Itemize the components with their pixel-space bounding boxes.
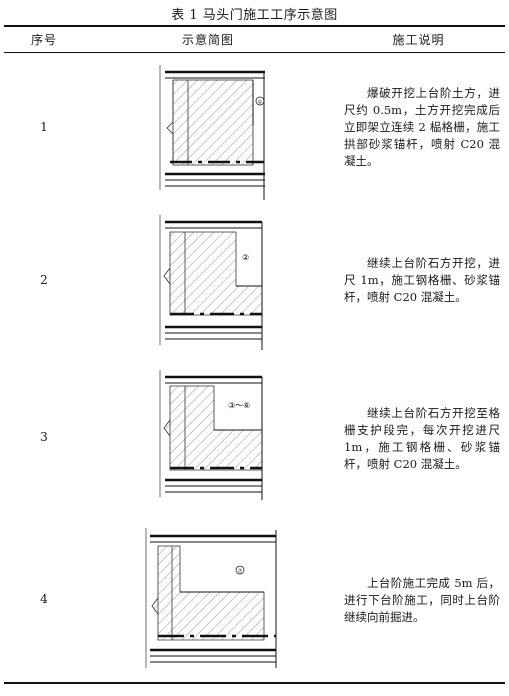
- row-3-seq: 3: [40, 430, 48, 444]
- table-bottom-rule: [4, 682, 505, 684]
- diagram-2-marker: ②: [242, 253, 249, 262]
- table-top-rule: [4, 25, 505, 27]
- diagram-3: ③～⑥: [159, 370, 263, 500]
- row-3-desc: 继续上台阶石方开挖至格栅支护段完，每次开挖进尺 1m，施工钢格栅、砂浆锚杆，喷射…: [344, 406, 500, 471]
- diagram-3-marker: ③～⑥: [228, 401, 250, 410]
- row-2-desc: 继续上台阶石方开挖，进尺 1m，施工钢格栅、砂浆锚杆，喷射 C20 混凝土。: [344, 256, 500, 304]
- row-1-desc: 爆破开挖上台阶土方，进尺约 0.5m，土方开挖完成后立即架立连续 2 榀格栅，施…: [344, 86, 500, 168]
- row-4-seq: 4: [40, 592, 48, 606]
- header-diagram: 示意简图: [181, 33, 234, 47]
- header-seq: 序号: [30, 33, 57, 47]
- table-header-rule: [4, 52, 505, 53]
- diagram-2: ②: [159, 215, 263, 350]
- diagram-4-marker: ⑦: [238, 568, 243, 575]
- diagram-4: ⑦: [145, 528, 277, 668]
- diagram-1-marker: ①: [258, 99, 263, 106]
- diagram-1: ①: [159, 65, 265, 200]
- table-caption: 表 1 马头门施工工序示意图: [171, 8, 338, 23]
- row-4-desc: 上台阶施工完成 5m 后，进行下台阶施工，同时上台阶继续向前掘进。: [344, 576, 500, 624]
- header-desc: 施工说明: [392, 33, 445, 47]
- row-1-seq: 1: [40, 120, 48, 134]
- row-2-seq: 2: [40, 273, 48, 287]
